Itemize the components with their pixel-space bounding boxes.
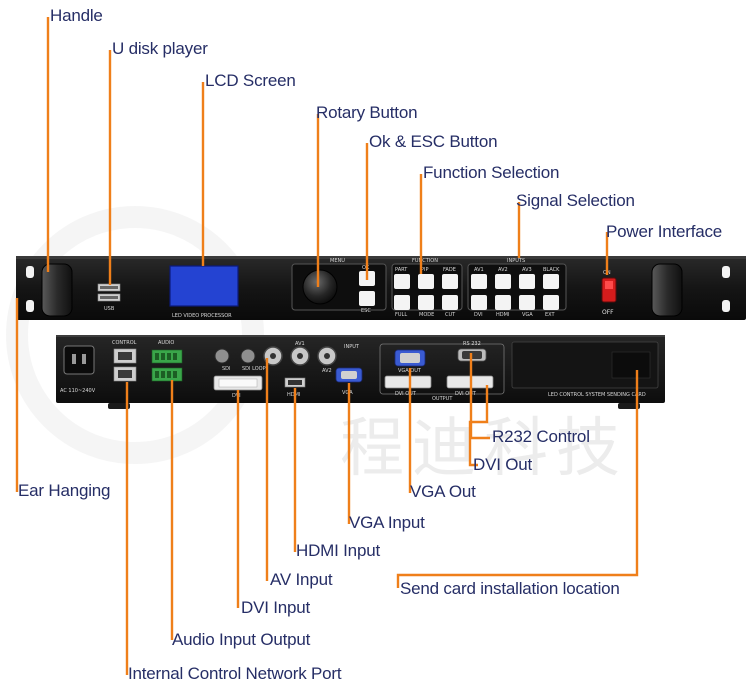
input-key-label: AV2 xyxy=(498,267,508,273)
label-ear-hanging: Ear Hanging xyxy=(18,481,111,500)
input-key-label: AV1 xyxy=(474,267,484,273)
label-internal-control-port: Internal Control Network Port xyxy=(128,664,342,683)
label-audio-input-output: Audio Input Output xyxy=(172,630,311,649)
dvi-input-caption: DVI xyxy=(232,393,241,399)
function-key-mode[interactable] xyxy=(418,295,434,310)
input-key-av2[interactable] xyxy=(495,274,511,289)
vga-input-caption: VGA xyxy=(342,390,353,396)
label-send-card-location: Send card installation location xyxy=(400,579,620,598)
send-card-caption: LED CONTROL SYSTEM SENDING CARD xyxy=(548,392,646,398)
control-caption: CONTROL xyxy=(112,340,137,346)
label-vga-out: VGA Out xyxy=(410,482,476,501)
function-key-fade[interactable] xyxy=(442,274,458,289)
output-section-caption: OUTPUT xyxy=(432,396,453,402)
dvi-output-port-1[interactable] xyxy=(384,375,432,389)
function-key-label: CUT xyxy=(445,312,456,318)
function-key-label: FADE xyxy=(443,267,456,273)
label-ok-esc-button: Ok & ESC Button xyxy=(369,132,498,151)
input-key-label: BLACK xyxy=(543,267,560,273)
input-section-caption: INPUT xyxy=(344,344,360,350)
input-key-vga[interactable] xyxy=(519,295,535,310)
label-hdmi-input: HDMI Input xyxy=(296,541,380,560)
input-key-dvi[interactable] xyxy=(471,295,487,310)
label-power-interface: Power Interface xyxy=(606,222,723,241)
dvi-out-caption-1: DVI OUT xyxy=(395,391,417,397)
label-function-selection: Function Selection xyxy=(423,163,560,182)
rs232-caption: RS 232 xyxy=(463,341,481,347)
back-panel: AC 110~240V CONTROL AUDIO INPUT SDI SDI … xyxy=(56,335,665,409)
input-key-av3[interactable] xyxy=(519,274,535,289)
av1-caption: AV1 xyxy=(295,341,305,347)
function-key-cut[interactable] xyxy=(442,295,458,310)
input-key-label: HDMI xyxy=(496,312,509,318)
dvi-out-caption-2: DVI OUT xyxy=(455,391,477,397)
function-key-pip[interactable] xyxy=(418,274,434,289)
function-key-label: PIP xyxy=(421,267,429,273)
input-key-label: AV3 xyxy=(522,267,532,273)
function-key-label: MODE xyxy=(419,312,434,318)
label-lcd-screen: LCD Screen xyxy=(205,71,296,90)
lcd-screen xyxy=(169,265,239,307)
sdi-loop-connector[interactable] xyxy=(240,348,256,364)
handle-right xyxy=(651,263,683,317)
function-key-label: FULL xyxy=(395,312,407,318)
esc-caption: ESC xyxy=(361,308,371,314)
esc-button[interactable] xyxy=(359,291,375,306)
label-r232-control: R232 Control xyxy=(492,427,590,446)
input-key-label: EXT xyxy=(545,312,555,318)
function-group-caption: FUNCTION xyxy=(412,258,438,264)
input-key-ext[interactable] xyxy=(543,295,559,310)
function-key-part[interactable] xyxy=(394,274,410,289)
sdi-connector[interactable] xyxy=(214,348,230,364)
usb-caption: USB xyxy=(104,306,115,312)
front-panel: USB LED VIDEO PROCESSOR MENU OK ESC FUNC… xyxy=(16,256,746,320)
power-off-caption: OFF xyxy=(602,309,614,316)
inputs-group-caption: INPUTS xyxy=(507,258,525,264)
input-key-label: VGA xyxy=(522,312,533,318)
ac-caption: AC 110~240V xyxy=(60,388,96,394)
rotary-knob[interactable] xyxy=(302,269,338,305)
label-signal-selection: Signal Selection xyxy=(516,191,635,210)
menu-caption: MENU xyxy=(330,258,345,264)
input-key-hdmi[interactable] xyxy=(495,295,511,310)
leader-lines xyxy=(15,17,639,675)
label-dvi-out: DVI Out xyxy=(473,455,533,474)
hdmi-caption: HDMI xyxy=(287,392,300,398)
av2-caption: AV2 xyxy=(322,368,332,374)
label-dvi-input: DVI Input xyxy=(241,598,311,617)
watermark-text: 程迪科技 xyxy=(340,412,628,486)
input-key-label: DVI xyxy=(474,312,483,318)
label-vga-input: VGA Input xyxy=(349,513,425,532)
function-key-full[interactable] xyxy=(394,295,410,310)
label-handle: Handle xyxy=(50,6,103,25)
label-rotary-button: Rotary Button xyxy=(316,103,418,122)
handle-left xyxy=(41,263,73,317)
label-u-disk-player: U disk player xyxy=(112,39,208,58)
input-key-black[interactable] xyxy=(543,274,559,289)
ac-power-socket[interactable] xyxy=(63,345,95,375)
sdi-loop-caption: SDI LOOP xyxy=(242,366,266,372)
lcd-caption: LED VIDEO PROCESSOR xyxy=(172,313,232,319)
function-key-label: PART xyxy=(395,267,408,273)
audio-caption: AUDIO xyxy=(158,340,174,346)
label-av-input: AV Input xyxy=(270,570,333,589)
sdi-caption: SDI xyxy=(222,366,231,372)
input-key-av1[interactable] xyxy=(471,274,487,289)
